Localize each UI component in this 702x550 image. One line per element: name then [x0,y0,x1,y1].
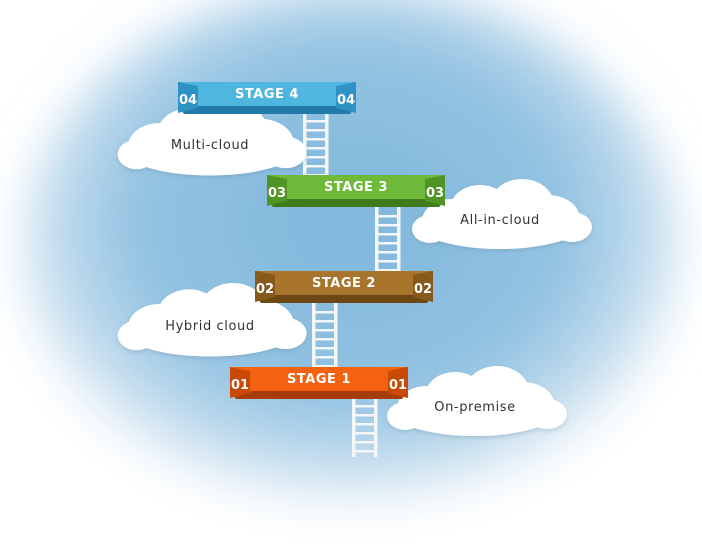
ladder-2 [312,303,338,369]
stage-1-title: STAGE 1 [287,372,351,387]
cloud-4: Multi-cloud [117,102,307,176]
stage-1-label: On-premise [434,400,516,415]
cloud-2: Hybrid cloud [117,283,307,357]
stage-3-title: STAGE 3 [324,180,388,195]
ladder-3 [375,207,401,273]
stage-4-number-left: 04 [179,93,197,108]
stage-3-number-right: 03 [426,186,444,201]
cloud-3: All-in-cloud [412,179,592,249]
stage-4-label: Multi-cloud [171,138,249,153]
stage-3-number-left: 03 [268,186,286,201]
stage-blocks: STAGE 1 01 01 STAGE 2 02 02 STAGE 3 03 03 STAGE 4… [178,82,445,399]
cloud-1: On-premise [387,366,567,436]
stage-4-block: STAGE 4 04 04 [178,82,356,114]
stage-2-block: STAGE 2 02 02 [255,271,433,303]
stage-1-number-right: 01 [389,378,407,393]
stage-2-number-left: 02 [256,282,274,297]
stage-4-number-right: 04 [337,93,355,108]
stage-1-number-left: 01 [231,378,249,393]
ladder-1 [352,397,378,457]
stage-2-number-right: 02 [414,282,432,297]
stage-2-title: STAGE 2 [312,276,376,291]
stage-4-title: STAGE 4 [235,87,299,102]
clouds: On-premise Hybrid cloud All-in-cloud Multi-… [117,102,592,436]
stage-2-label: Hybrid cloud [165,319,254,334]
sky-background [21,0,681,515]
stage-1-block: STAGE 1 01 01 [230,367,408,399]
ladders [303,112,401,457]
stage-3-label: All-in-cloud [460,213,540,228]
stage-3-block: STAGE 3 03 03 [267,175,445,207]
